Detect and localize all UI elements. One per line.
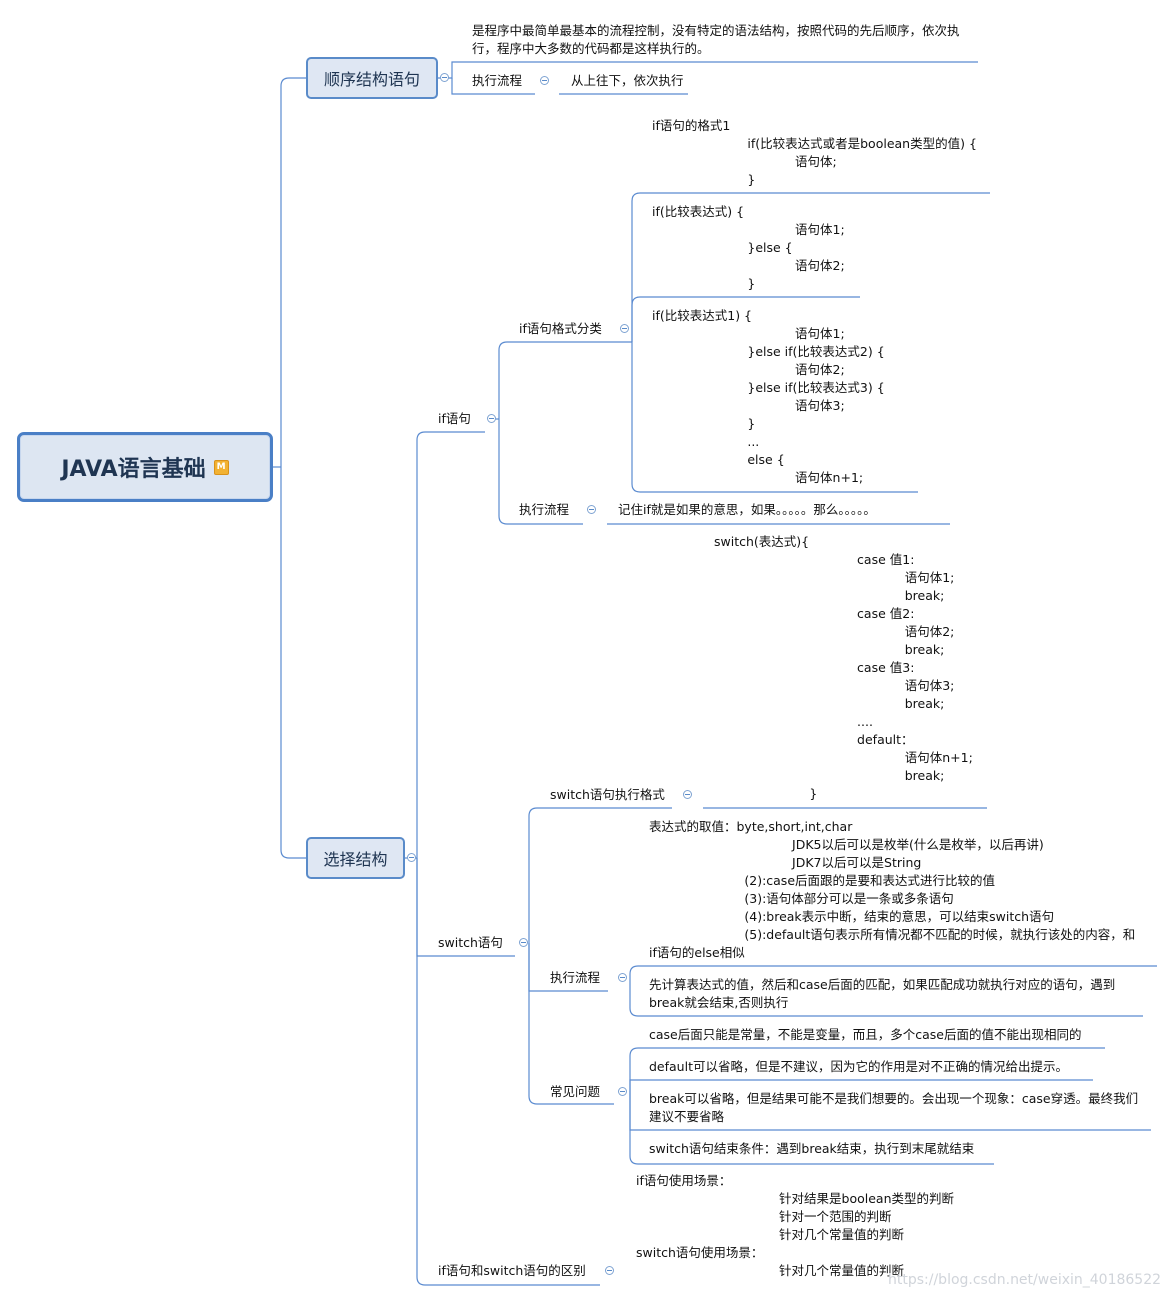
sequence-flow-label[interactable]: 执行流程 (472, 73, 523, 88)
node-selection[interactable]: 选择结构 (306, 837, 405, 879)
switch-flow-text: 先计算表达式的值，然后和case后面的匹配，如果匹配成功就执行对应的语句，遇到b… (649, 977, 1116, 1010)
connector-diff (416, 858, 600, 1286)
if-format2-code: if(比较表达式) { 语句体1; }else { 语句体2; } (652, 204, 845, 291)
if-flow-label[interactable]: 执行流程 (519, 502, 570, 517)
node-selection-title: 选择结构 (323, 850, 388, 869)
if-flow-text: 记住if就是如果的意思，如果。。。。。那么。。。。。 (618, 502, 876, 517)
connector-if (416, 431, 485, 858)
node-diff-label[interactable]: if语句和switch语句的区别 (438, 1263, 586, 1278)
connector-switch-faq (528, 943, 614, 1105)
underline-if-format2 (631, 296, 860, 342)
node-if-format-label[interactable]: if语句格式分类 (519, 321, 602, 336)
collapse-icon[interactable] (519, 938, 528, 947)
collapse-icon[interactable] (587, 505, 596, 514)
connector-if-flow (498, 419, 583, 525)
underline-if-format3 (631, 342, 918, 493)
collapse-icon[interactable] (618, 1087, 627, 1096)
faq-item: case后面只能是常量，不能是变量，而且，多个case后面的值不能出现相同的 (649, 1027, 1082, 1042)
underline-faq-2 (629, 1079, 1093, 1092)
underline-faq-1 (629, 1047, 1105, 1092)
sequence-flow-text: 从上往下，依次执行 (571, 73, 684, 88)
switch-flow-note: 表达式的取值：byte,short,int,char JDK5以后可以是枚举(什… (649, 819, 1136, 960)
collapse-icon[interactable] (540, 76, 549, 85)
collapse-icon[interactable] (407, 853, 416, 862)
switch-faq-label[interactable]: 常见问题 (550, 1084, 601, 1099)
node-sequence-title: 顺序结构语句 (323, 70, 420, 89)
collapse-icon[interactable] (620, 324, 629, 333)
diff-text: if语句使用场景： 针对结果是boolean类型的判断 针对一个范围的判断 针对… (636, 1173, 955, 1278)
underline-sequence-flow-label (451, 78, 535, 95)
connector-if-format (498, 341, 632, 419)
node-if-label[interactable]: if语句 (438, 411, 471, 426)
underline-faq-4 (629, 1092, 994, 1165)
connector-sequence (280, 77, 306, 467)
faq-item: switch语句结束条件：遇到break结束，执行到末尾就结束 (649, 1141, 975, 1156)
switch-format-label[interactable]: switch语句执行格式 (550, 787, 665, 802)
switch-flow-label[interactable]: 执行流程 (550, 970, 601, 985)
collapse-icon[interactable] (605, 1266, 614, 1275)
root-title: JAVA语言基础 (61, 457, 206, 482)
collapse-icon[interactable] (618, 973, 627, 982)
switch-format-code: switch(表达式){ case 值1: 语句体1; break; (714, 534, 973, 801)
underline-if-format1 (631, 192, 990, 342)
faq-item: default可以省略，但是不建议，因为它的作用是对不正确的情况给出提示。 (649, 1059, 1068, 1074)
sequence-desc: 是程序中最简单最基本的流程控制，没有特定的语法结构，按照代码的先后顺序，依次执行… (472, 23, 960, 56)
node-switch-label[interactable]: switch语句 (438, 935, 503, 950)
connector-selection (280, 467, 306, 859)
node-sequence[interactable]: 顺序结构语句 (306, 57, 438, 99)
collapse-icon[interactable] (487, 414, 496, 423)
connector-switch-format (528, 807, 672, 943)
collapse-icon[interactable] (440, 73, 449, 82)
underline-switch-flow-text (629, 978, 1143, 1017)
faq-item: break可以省略，但是结果可能不是我们想要的。会出现一个现象：case穿透。最… (649, 1091, 1139, 1124)
marker-icon: M (213, 459, 229, 475)
if-format1-code: if语句的格式1 if(比较表达式或者是boolean类型的值) { 语句体; … (652, 118, 977, 187)
if-format3-code: if(比较表达式1) { 语句体1; }else if(比较表达式2) { 语句… (652, 308, 885, 485)
underline-switch-flow-note (629, 965, 1157, 978)
collapse-icon[interactable] (683, 790, 692, 799)
watermark: https://blog.csdn.net/weixin_40186522 (888, 1272, 1162, 1288)
root-node[interactable]: JAVA语言基础 M (17, 432, 273, 502)
